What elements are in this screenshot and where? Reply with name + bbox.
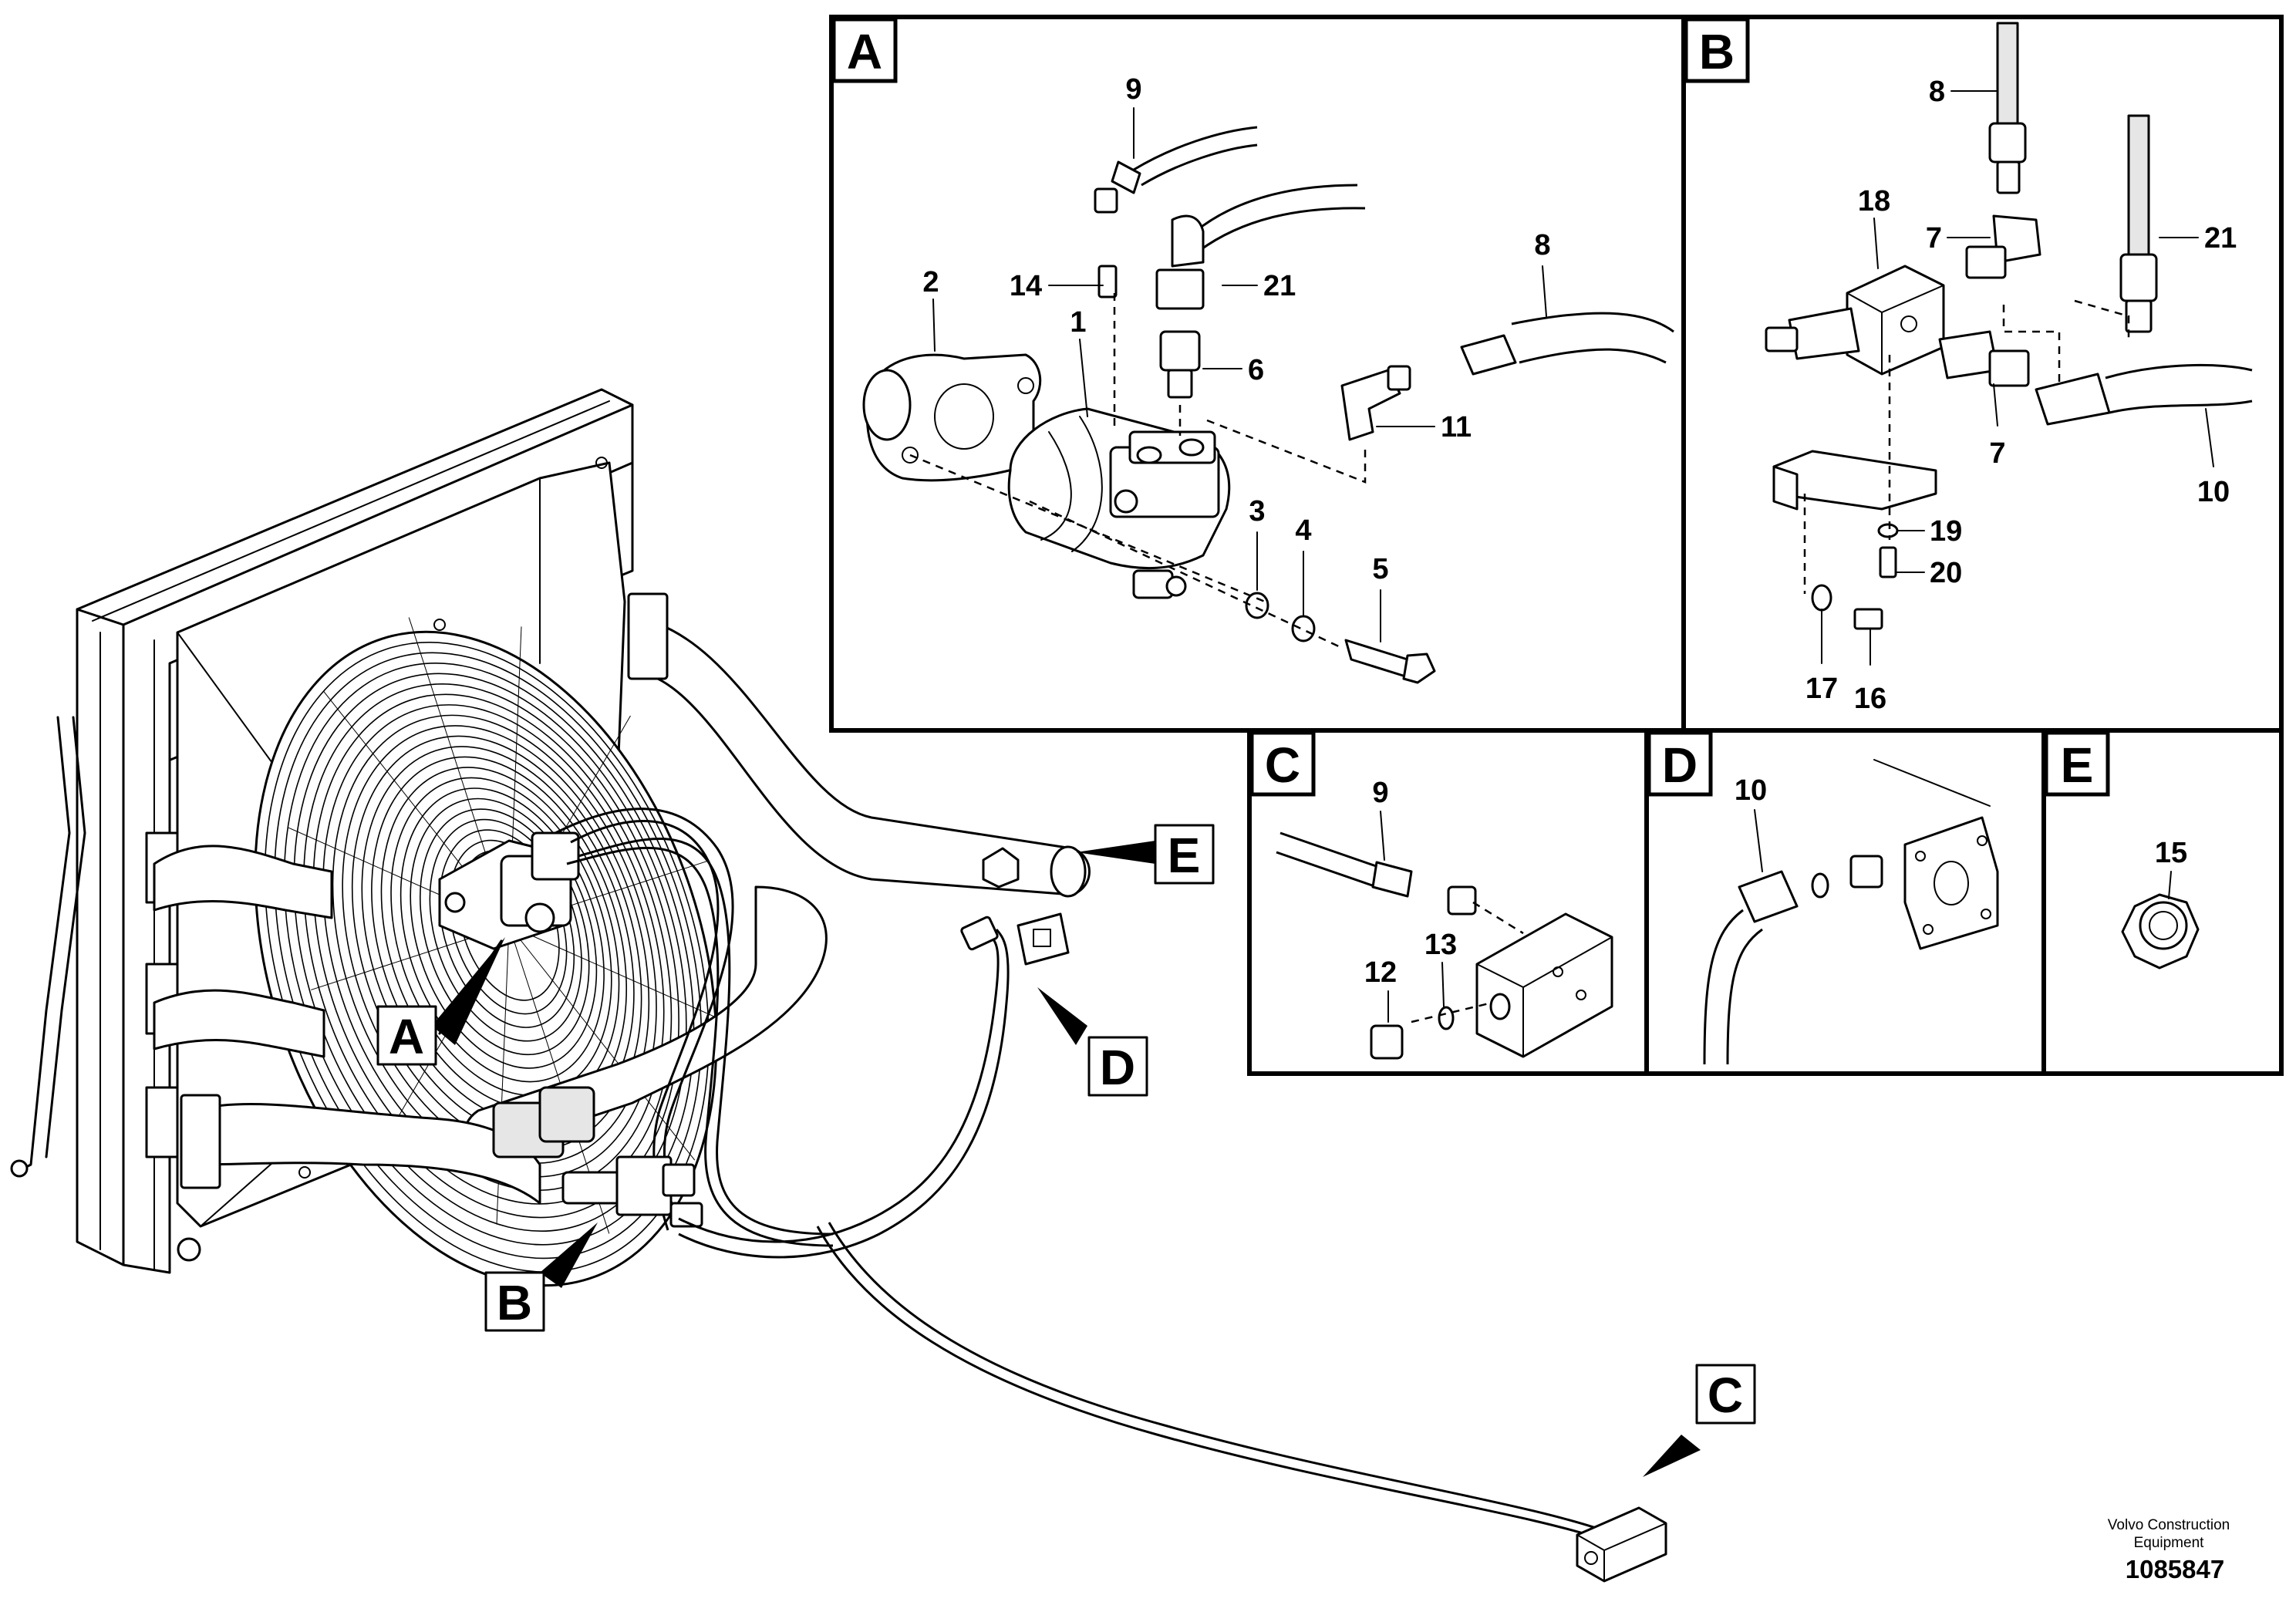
callout-b-20: 20 [1930, 557, 1962, 589]
callout-b-8: 8 [1929, 76, 1945, 108]
callout-a-1: 1 [1070, 306, 1086, 339]
callout-c-9: 9 [1372, 777, 1388, 809]
callout-b-18: 18 [1858, 185, 1890, 218]
callout-b-21: 21 [2204, 222, 2237, 255]
detail-view-b: B [1681, 15, 2284, 733]
callout-a-11: 11 [1441, 411, 1472, 443]
detail-view-e: E 15 [2041, 728, 2284, 1076]
marker-b-label: B [497, 1275, 532, 1330]
drain-hose [678, 912, 1667, 1583]
callout-b-7-upper: 7 [1926, 222, 1942, 255]
callout-a-9: 9 [1125, 73, 1141, 106]
fan-motor-assembly [438, 808, 834, 1247]
overview-marker-c: C [1643, 1364, 1756, 1477]
callout-e-15: 15 [2155, 837, 2187, 869]
fan-guard-spoke [508, 925, 731, 1024]
detail-view-c: C 9 12 13 [1247, 728, 1649, 1076]
callout-a-6: 6 [1248, 354, 1264, 386]
callout-a-21: 21 [1263, 270, 1296, 302]
pressure-valve-assembly [561, 1155, 703, 1228]
callout-c-13: 13 [1424, 929, 1457, 961]
callout-d-10: 10 [1735, 774, 1767, 807]
caption-line-2: Equipment [2134, 1535, 2205, 1551]
fan-guard-ring [303, 683, 679, 1219]
overview-marker-e: E [1076, 824, 1215, 885]
fan-guard-spoke [508, 925, 696, 1161]
fan-guard-ring [419, 808, 590, 1056]
callout-c-12: 12 [1364, 956, 1397, 989]
overview-assembly: A B C D E [10, 388, 1756, 1583]
callout-a-3: 3 [1249, 495, 1265, 528]
callout-a-4: 4 [1295, 514, 1311, 547]
detail-view-e-label: E [2061, 737, 2094, 793]
charge-air-pipes [153, 592, 1091, 1205]
callout-a-2: 2 [922, 266, 939, 298]
publisher-caption: Volvo Construction Equipment 1085847 [2108, 1517, 2230, 1583]
callout-a-14: 14 [1010, 270, 1042, 302]
fan-guard-ring [342, 725, 650, 1164]
detail-view-a-label: A [847, 24, 882, 79]
callout-b-16: 16 [1854, 683, 1886, 715]
overview-marker-b: B [484, 1222, 598, 1332]
marker-c-label: C [1708, 1367, 1743, 1423]
fan-guard-ring [429, 818, 582, 1042]
detail-view-b-label: B [1699, 24, 1735, 79]
caption-line-1: Volvo Construction [2108, 1517, 2230, 1533]
marker-d-label: D [1100, 1040, 1135, 1095]
callout-a-5: 5 [1372, 553, 1388, 585]
callout-b-10: 10 [2197, 476, 2230, 508]
marker-e-label: E [1168, 828, 1201, 883]
callout-b-19: 19 [1930, 515, 1962, 548]
fan-guard-ring [410, 798, 598, 1069]
overview-marker-d: D [1037, 987, 1148, 1097]
overview-marker-a: A [376, 937, 505, 1066]
fan-guard-ring [400, 787, 605, 1083]
detail-view-e-frame [2041, 728, 2284, 1076]
detail-view-a: A [829, 15, 1686, 733]
callout-a-8: 8 [1534, 229, 1550, 261]
marker-a-label: A [389, 1009, 424, 1064]
callout-b-7-lower: 7 [1989, 437, 2005, 470]
detail-view-c-label: C [1265, 737, 1300, 793]
detail-view-d: D 10 [1644, 728, 2046, 1076]
detail-view-d-label: D [1662, 737, 1698, 793]
document-number: 1085847 [2126, 1555, 2224, 1583]
callout-b-17: 17 [1805, 673, 1838, 705]
